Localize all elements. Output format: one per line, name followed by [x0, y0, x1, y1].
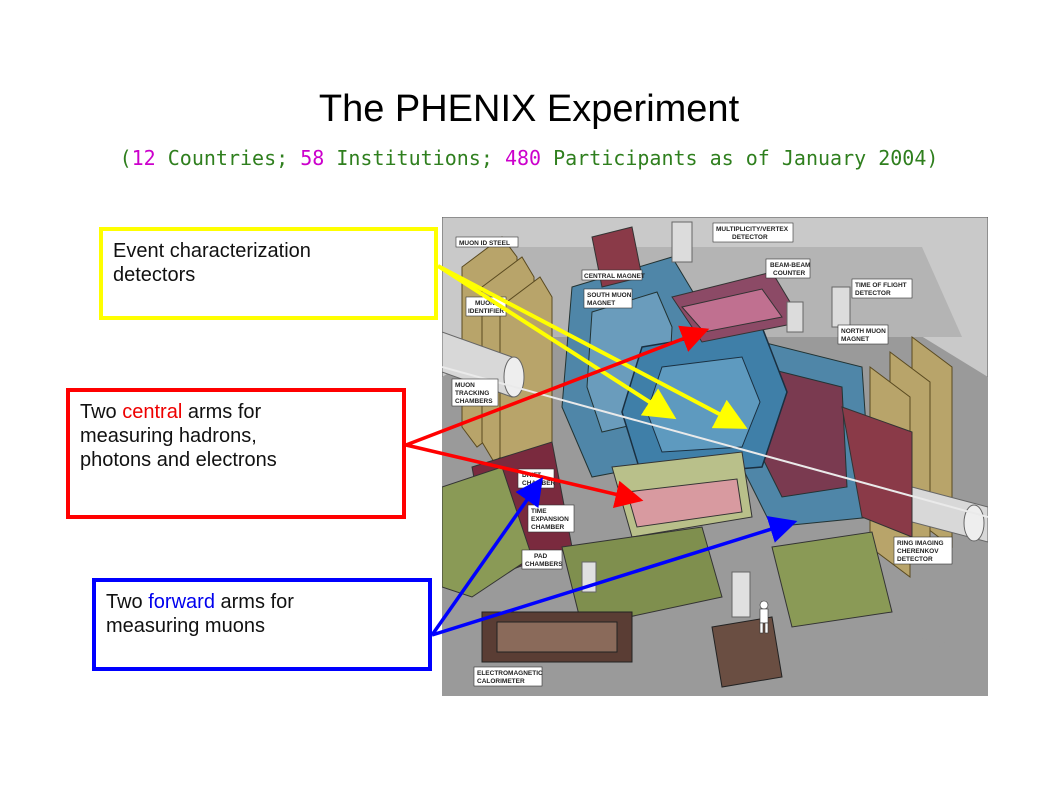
callout-central-highlight: central: [122, 401, 183, 423]
label-rich-1: RING IMAGING: [897, 540, 944, 547]
label-tec-3: CHAMBER: [531, 524, 565, 531]
label-drift-2: CHAMBER: [522, 480, 556, 487]
label-multiplicity-2: DETECTOR: [732, 234, 768, 241]
participants-count: 480: [504, 146, 542, 170]
callout-forward-line1: Two forward arms for: [106, 590, 418, 614]
label-muon-tracking-1: MUON: [455, 382, 475, 389]
callout-central-post: arms for: [182, 401, 262, 423]
institutions-label: Institutions;: [324, 146, 505, 170]
callout-central-pre: Two: [80, 401, 123, 423]
label-muon-tracking-2: TRACKING: [455, 390, 489, 397]
detector-drawing: MUON ID STEEL MULTIPLICITY/VERTEX DETECT…: [442, 217, 988, 696]
institutions-count: 58: [300, 146, 325, 170]
phenix-detector-diagram: MUON ID STEEL MULTIPLICITY/VERTEX DETECT…: [442, 217, 988, 696]
label-beam-beam-2: COUNTER: [773, 270, 805, 277]
subtitle-open: (: [119, 146, 132, 170]
label-central-magnet: CENTRAL MAGNET: [584, 273, 645, 280]
label-rich-2: CHERENKOV: [897, 548, 939, 555]
callout-forward-highlight: forward: [148, 591, 215, 613]
callout-forward-pre: Two: [106, 591, 149, 613]
countries-count: 12: [131, 146, 156, 170]
label-pad-1: PAD: [534, 553, 548, 560]
participants-label: Participants as of January 2004): [541, 146, 939, 170]
label-rich-3: DETECTOR: [897, 556, 933, 563]
label-muon-identifier-2: IDENTIFIER: [468, 308, 504, 315]
callout-event-characterization: Event characterization detectors: [99, 227, 438, 320]
countries-label: Countries;: [155, 146, 301, 170]
callout-forward-arms: Two forward arms for measuring muons: [92, 578, 432, 671]
label-south-muon-2: MAGNET: [587, 300, 615, 307]
label-tof-1: TIME OF FLIGHT: [855, 282, 907, 289]
label-drift-1: DRIFT: [522, 472, 541, 479]
subtitle: (12 Countries; 58 Institutions; 480 Part…: [0, 146, 1058, 170]
label-pad-2: CHAMBERS: [525, 561, 563, 568]
label-emcal-2: CALORIMETER: [477, 678, 525, 685]
callout-event-line1: Event characterization: [113, 240, 311, 262]
label-muon-tracking-3: CHAMBERS: [455, 398, 493, 405]
label-muon-id-steel: MUON ID STEEL: [459, 240, 510, 247]
page-title: The PHENIX Experiment: [318, 88, 740, 130]
label-north-muon-2: MAGNET: [841, 336, 869, 343]
label-beam-beam-1: BEAM-BEAM: [770, 262, 810, 269]
label-tof-2: DETECTOR: [855, 290, 891, 297]
label-tec-2: EXPANSION: [531, 516, 569, 523]
callout-central-line1: Two central arms for: [80, 400, 392, 424]
callout-event-line2: detectors: [113, 264, 196, 286]
label-south-muon-1: SOUTH MUON: [587, 292, 632, 299]
phenix-logo: PHENIX: [882, 631, 952, 651]
label-north-muon-1: NORTH MUON: [841, 328, 886, 335]
label-multiplicity-1: MULTIPLICITY/VERTEX: [716, 226, 789, 233]
callout-central-line2: measuring hadrons,: [80, 425, 257, 447]
callout-forward-post: arms for: [214, 591, 294, 613]
label-emcal-1: ELECTROMAGNETIC: [477, 670, 543, 677]
callout-central-line3: photons and electrons: [80, 449, 277, 471]
label-muon-identifier-1: MUON: [475, 300, 495, 307]
callout-forward-line2: measuring muons: [106, 615, 265, 637]
label-tec-1: TIME: [531, 508, 547, 515]
callout-central-arms: Two central arms for measuring hadrons, …: [66, 388, 406, 519]
